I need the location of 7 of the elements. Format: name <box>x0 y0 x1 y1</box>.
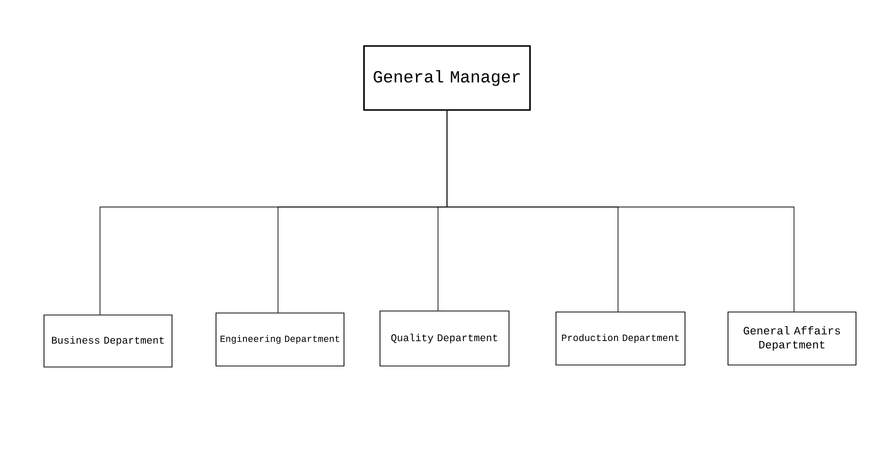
department-box: Quality Department <box>380 310 510 366</box>
department-box: Production Department <box>556 312 686 366</box>
department-box: Business Department <box>44 314 172 368</box>
department-box: Engineering Department <box>216 312 344 366</box>
department-box: General Affairs Department <box>728 312 856 366</box>
connector-line <box>446 110 794 312</box>
manager-box: General Manager <box>363 45 531 111</box>
